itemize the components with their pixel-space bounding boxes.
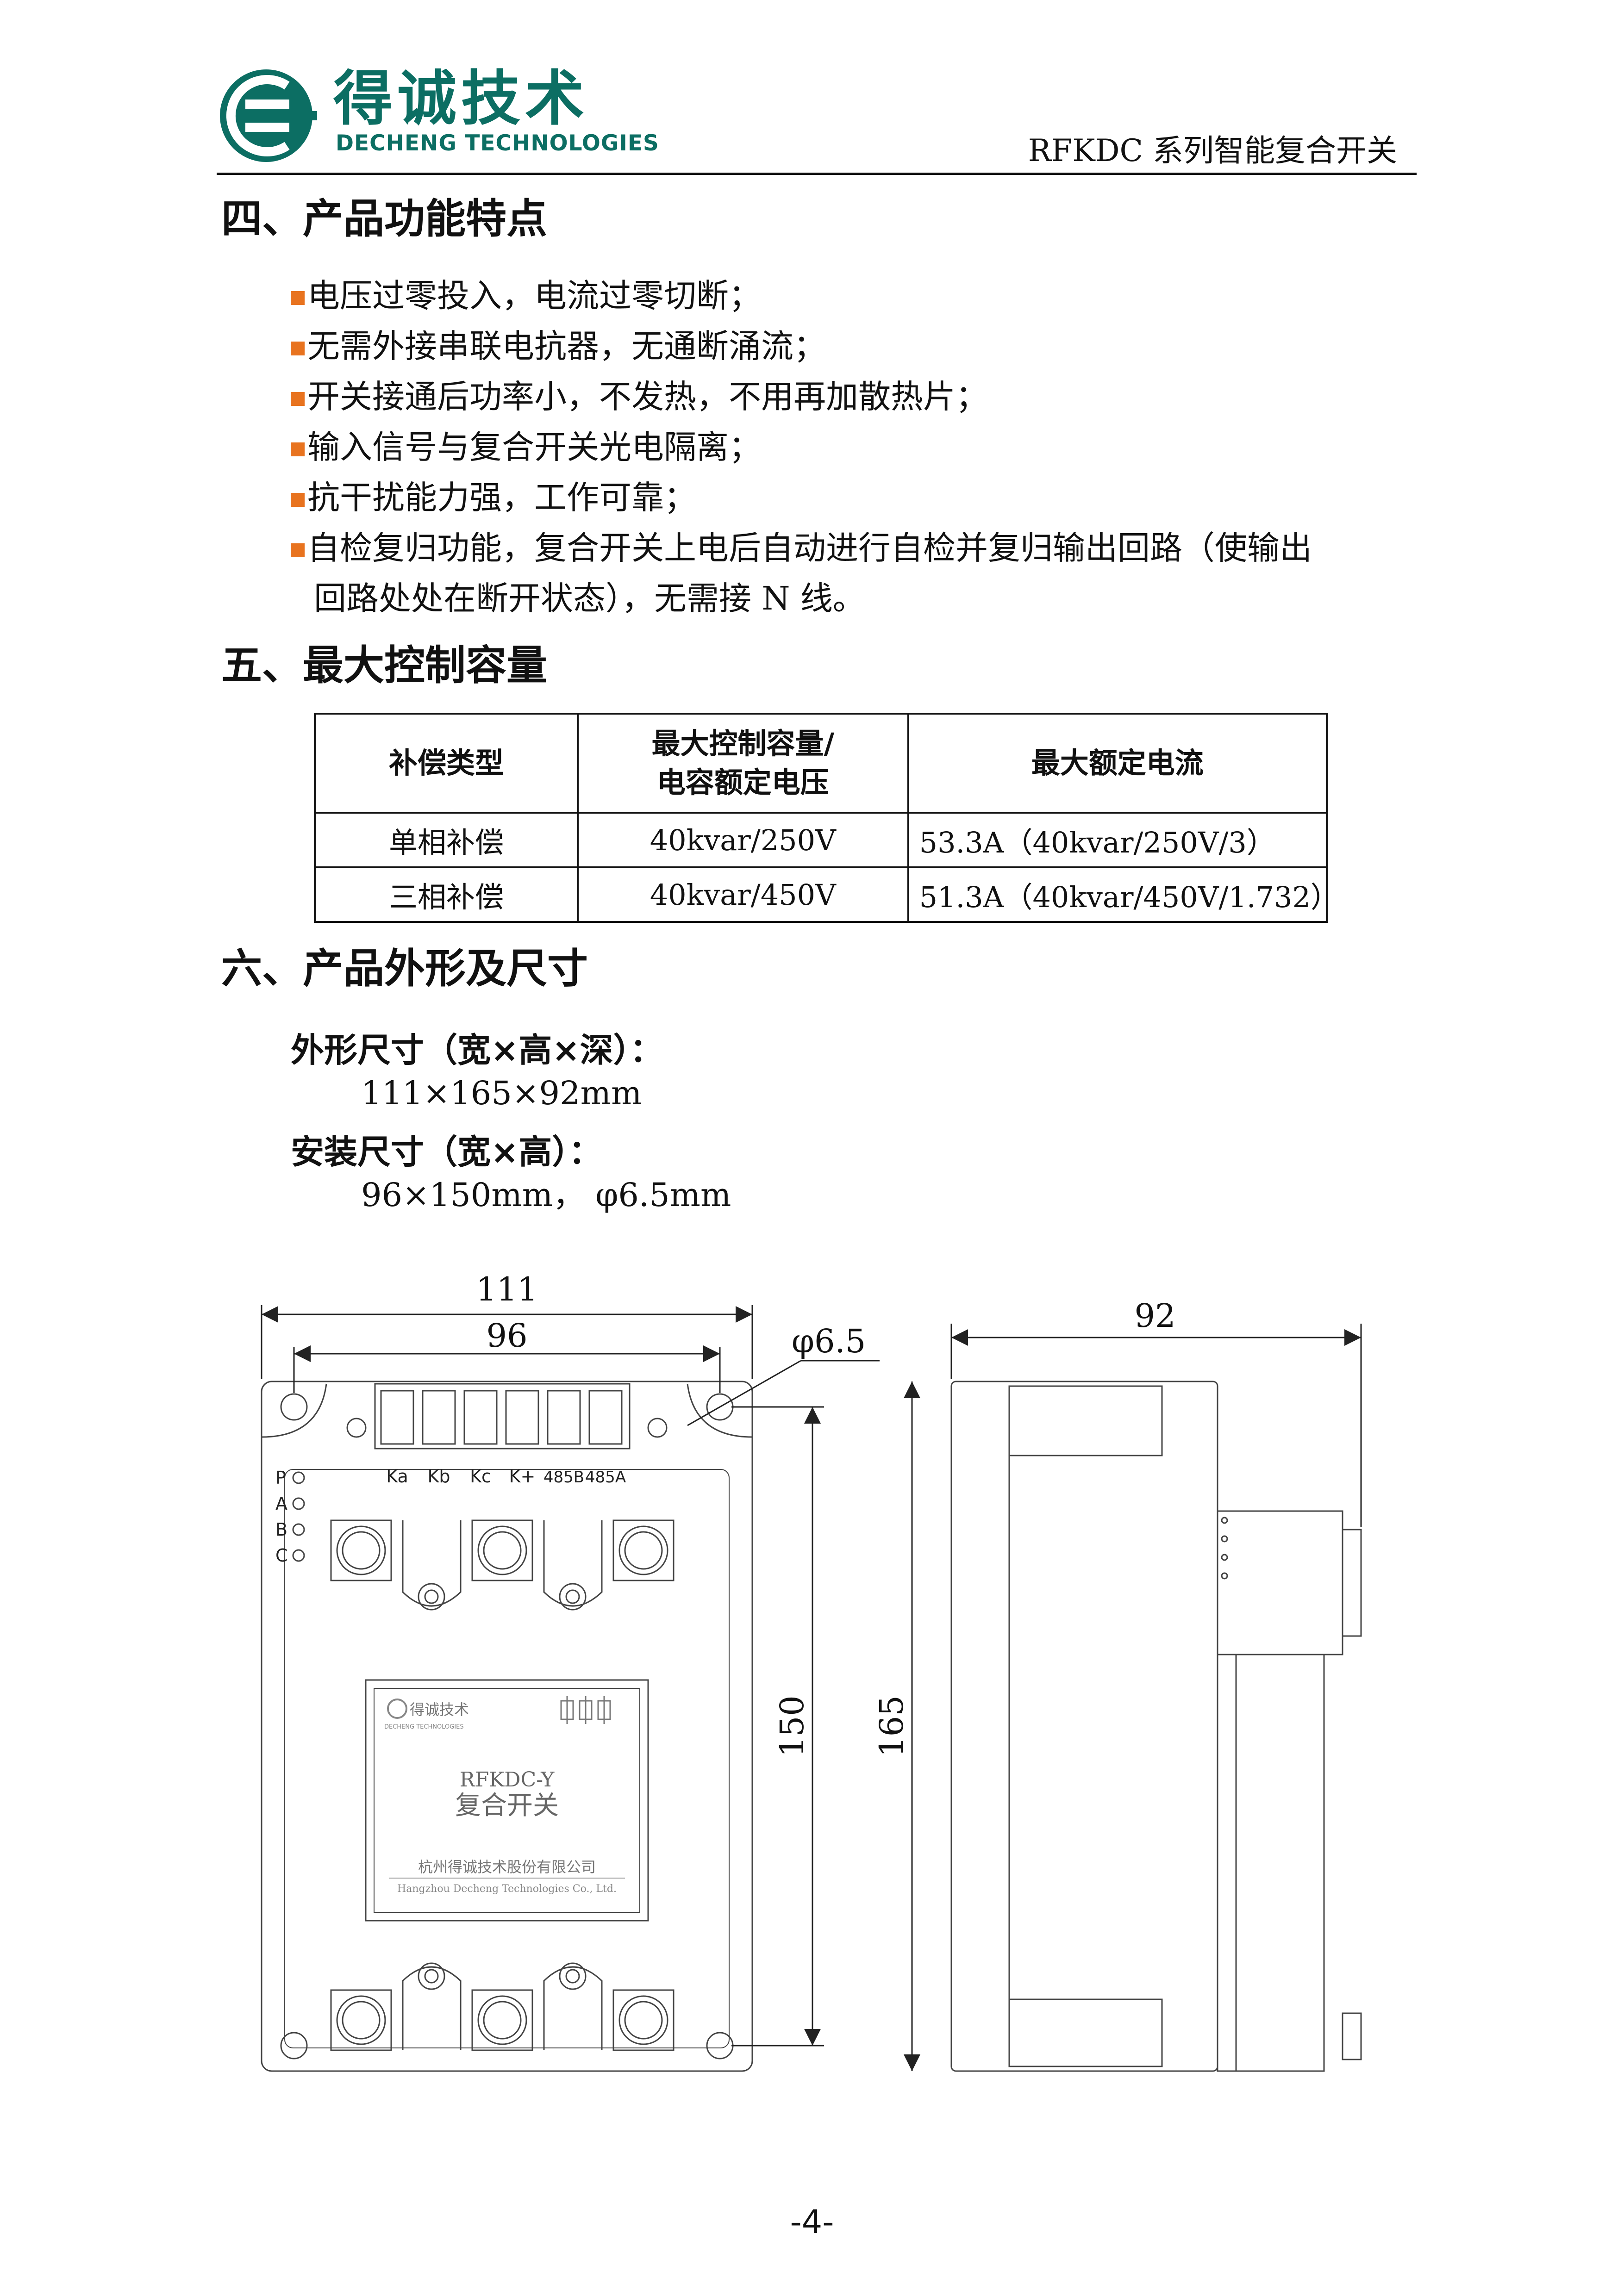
label-logo-icon	[387, 1699, 407, 1719]
dim-hole-diameter: φ6.5	[792, 1322, 866, 1360]
list-item: 电压过零投入，电流过零切断；	[291, 271, 1430, 321]
table-cell: 51.3A（40kvar/450V/1.732）	[907, 866, 1339, 923]
product-label	[365, 1679, 649, 1922]
list-item: 输入信号与复合开关光电隔离；	[291, 422, 1430, 473]
led-indicator-icon	[292, 1497, 305, 1510]
label-brand: 得诚技术	[410, 1701, 469, 1718]
led-label: B	[275, 1519, 287, 1540]
label-company-cn: 杭州得诚技术股份有限公司	[418, 1858, 596, 1876]
led-label: P	[275, 1468, 286, 1488]
dim-overall-width: 111	[476, 1270, 538, 1308]
table-header-cell: 最大额定电流	[907, 713, 1328, 814]
section-5-title: 五、最大控制容量	[221, 641, 548, 689]
outline-dimension-value: 111×165×92mm	[361, 1074, 642, 1112]
list-item: 自检复归功能，复合开关上电后自动进行自检并复归输出回路（使输出	[291, 523, 1430, 573]
page-number: -4-	[790, 2203, 834, 2241]
mounting-dimension-label: 安装尺寸（宽×高）：	[291, 1132, 602, 1171]
table-row: 单相补偿 40kvar/250V 53.3A（40kvar/250V/3）	[314, 812, 1328, 868]
list-item-continuation: 回路处处在断开状态），无需接 N 线。	[314, 579, 865, 617]
phase-symbol-icon	[560, 1696, 611, 1724]
square-bullet-icon	[291, 493, 305, 507]
led-indicator-icon	[292, 1523, 305, 1536]
list-item: 抗干扰能力强，工作可靠；	[291, 473, 1430, 523]
led-indicator-icon	[292, 1471, 305, 1484]
dim-depth: 92	[1134, 1297, 1175, 1335]
table-header-cell: 补偿类型	[314, 713, 579, 814]
table-header-cell: 最大控制容量/电容额定电压	[576, 713, 909, 814]
mounting-hole-icon	[280, 1393, 308, 1421]
square-bullet-icon	[291, 543, 305, 557]
document-title: RFKDC 系列智能复合开关	[1028, 133, 1397, 168]
dim-mount-height: 150	[773, 1695, 811, 1757]
table-cell: 单相补偿	[314, 812, 579, 868]
terminal-label: Ka	[386, 1466, 408, 1487]
square-bullet-icon	[291, 342, 305, 355]
terminal-block	[380, 1390, 623, 1445]
label-brand-en: DECHENG TECHNOLOGIES	[384, 1724, 464, 1730]
table-cell: 三相补偿	[314, 866, 579, 923]
square-bullet-icon	[291, 442, 305, 456]
terminal-label: Kc	[470, 1466, 491, 1487]
feature-list: 电压过零投入，电流过零切断； 无需外接串联电抗器，无通断涌流； 开关接通后功率小…	[291, 271, 1430, 624]
terminal-label: 485A	[585, 1468, 626, 1487]
product-label-content: 得诚技术 DECHENG TECHNOLOGIES RFKDC-Y 复合开关 杭…	[384, 1696, 625, 1895]
capacity-table: 补偿类型 最大控制容量/电容额定电压 最大额定电流 单相补偿 40kvar/25…	[314, 713, 1339, 923]
table-cell: 40kvar/250V	[576, 812, 909, 868]
dimension-drawing: 111 96 φ6.5 92 150 165 Ka Kb Kc K+ 485B …	[261, 1270, 1362, 2072]
company-logo-icon	[220, 69, 317, 162]
dim-mount-width: 96	[486, 1317, 527, 1355]
table-cell: 53.3A（40kvar/250V/3）	[907, 812, 1328, 868]
label-product-name: 复合开关	[455, 1791, 559, 1821]
terminal-label: 485B	[543, 1468, 584, 1487]
terminal-label: K+	[509, 1466, 536, 1487]
side-view	[950, 1381, 1362, 2072]
table-row: 三相补偿 40kvar/450V 51.3A（40kvar/450V/1.732…	[314, 866, 1339, 923]
brand-name-en: DECHENG TECHNOLOGIES	[336, 131, 659, 156]
brand-name-cn: 得诚技术	[333, 64, 589, 133]
section-4-title: 四、产品功能特点	[221, 195, 548, 243]
mounting-dimension-value: 96×150mm， φ6.5mm	[361, 1176, 731, 1214]
mounting-hole-icon	[706, 2032, 734, 2060]
square-bullet-icon	[291, 392, 305, 406]
label-model: RFKDC-Y	[460, 1768, 555, 1792]
list-item: 开关接通后功率小，不发热，不用再加散热片；	[291, 372, 1430, 422]
terminal-label: Kb	[427, 1466, 450, 1487]
front-view	[261, 1381, 753, 2072]
led-label: C	[275, 1545, 288, 1566]
mounting-hole-icon	[280, 2032, 308, 2060]
led-indicator-icon	[292, 1549, 305, 1562]
outline-dimension-label: 外形尺寸（宽×高×深）：	[291, 1031, 663, 1070]
list-item: 无需外接串联电抗器，无通断涌流；	[291, 321, 1430, 372]
label-company-en: Hangzhou Decheng Technologies Co., Ltd.	[397, 1883, 617, 1895]
led-label: A	[275, 1493, 287, 1514]
section-6-title: 六、产品外形及尺寸	[221, 945, 588, 992]
header-divider	[217, 173, 1417, 175]
table-header-row: 补偿类型 最大控制容量/电容额定电压 最大额定电流	[314, 713, 1328, 814]
square-bullet-icon	[291, 291, 305, 305]
dim-overall-height: 165	[873, 1695, 911, 1757]
table-cell: 40kvar/450V	[576, 866, 909, 923]
